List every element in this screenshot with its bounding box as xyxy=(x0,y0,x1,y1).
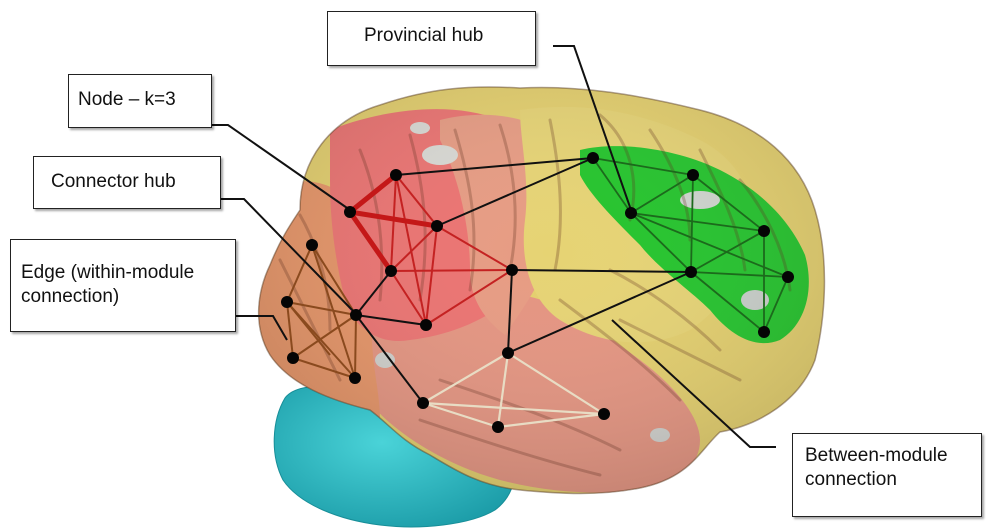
node xyxy=(287,352,299,364)
provincial-hub-text: Provincial hub xyxy=(364,24,535,48)
edge-text-line1: Edge (within-module xyxy=(21,261,235,285)
node xyxy=(417,397,429,409)
node-k3 xyxy=(344,206,356,218)
between-module-text-line2: connection xyxy=(805,468,981,492)
node xyxy=(390,169,402,181)
node xyxy=(587,152,599,164)
node-k3-text: Node – k=3 xyxy=(78,88,211,112)
connector-hub-label: Connector hub xyxy=(33,156,221,209)
node xyxy=(385,265,397,277)
node xyxy=(506,264,518,276)
node xyxy=(420,319,432,331)
node xyxy=(492,421,504,433)
node xyxy=(685,266,697,278)
edge-label: Edge (within-module connection) xyxy=(10,239,236,332)
node xyxy=(758,225,770,237)
node xyxy=(687,169,699,181)
provincial-hub-label: Provincial hub xyxy=(327,11,536,66)
edge-text-line2: connection) xyxy=(21,285,235,309)
node xyxy=(306,239,318,251)
node xyxy=(502,347,514,359)
node-k3-label: Node – k=3 xyxy=(68,74,212,128)
connector-hub-node xyxy=(350,309,362,321)
provincial-hub-node xyxy=(625,207,637,219)
between-module-text-line1: Between-module xyxy=(805,444,981,468)
node xyxy=(758,326,770,338)
node xyxy=(281,296,293,308)
connector-hub-text: Connector hub xyxy=(51,170,220,194)
node xyxy=(431,220,443,232)
node xyxy=(782,271,794,283)
between-module-label: Between-module connection xyxy=(792,433,982,517)
node xyxy=(598,408,610,420)
node xyxy=(349,372,361,384)
